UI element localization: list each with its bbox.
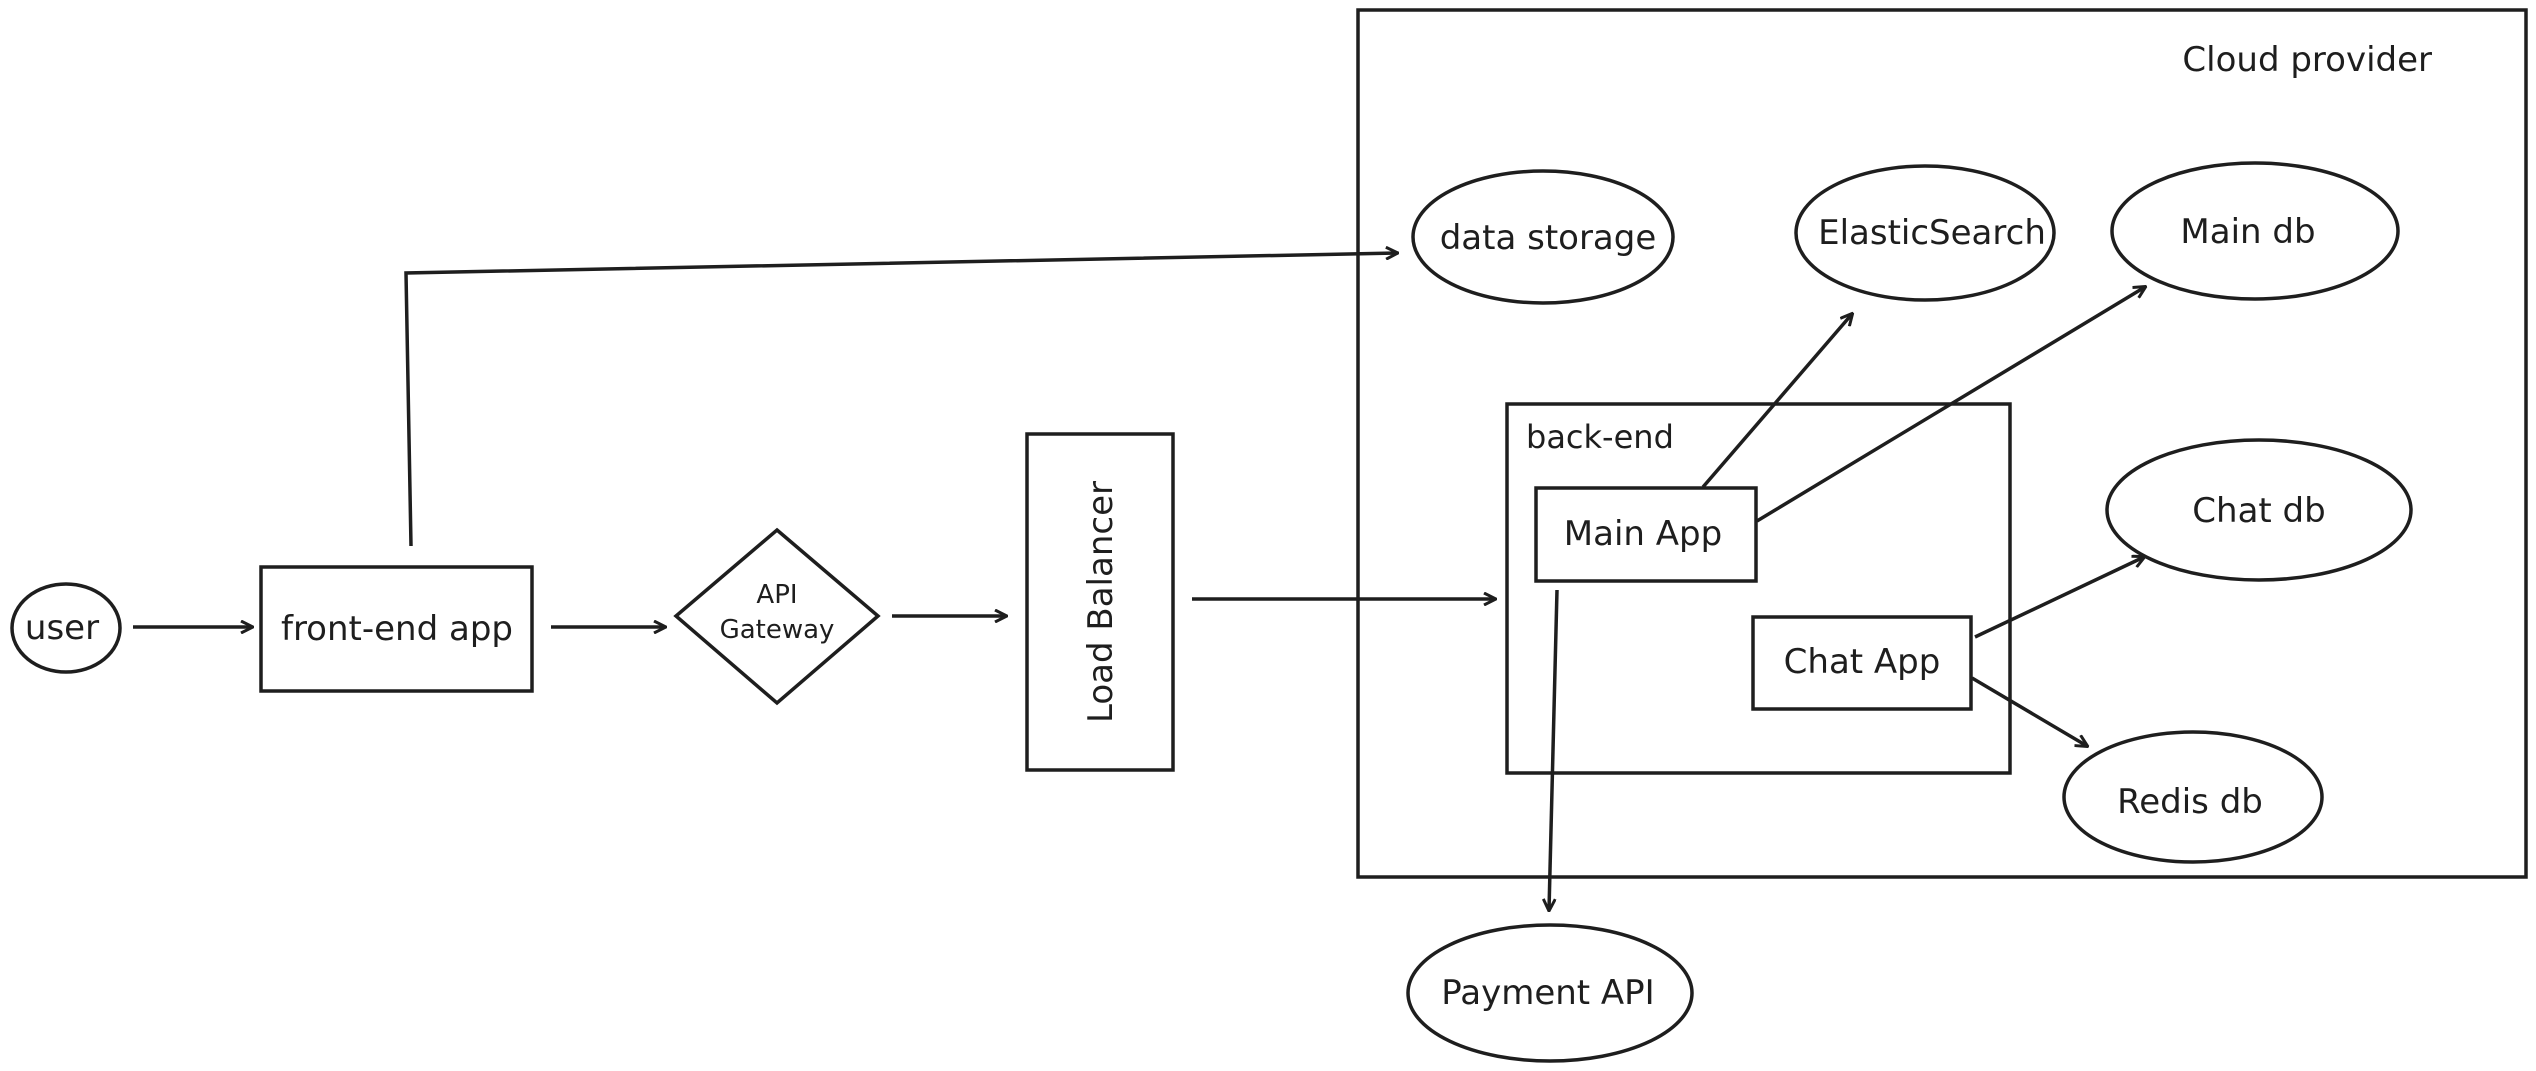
api-gateway-label-line1: API bbox=[756, 580, 797, 610]
user-node[interactable]: user bbox=[10, 582, 122, 674]
back-end-container[interactable]: back-end bbox=[1505, 402, 2012, 775]
edge-front-end-to-data-storage bbox=[404, 253, 1397, 547]
back-end-label: back-end bbox=[1526, 418, 1674, 456]
main-db-label: Main db bbox=[2180, 212, 2315, 252]
load-balancer-label: Load Balancer bbox=[1081, 481, 1121, 723]
api-gateway-node[interactable]: API Gateway bbox=[673, 527, 881, 706]
payment-api-label: Payment API bbox=[1441, 973, 1654, 1013]
edges bbox=[133, 253, 2145, 910]
data-storage-node[interactable]: data storage bbox=[1411, 169, 1675, 305]
edge-chat-app-to-chat-db bbox=[1974, 557, 2144, 639]
cloud-provider-label: Cloud provider bbox=[2182, 40, 2432, 80]
chat-app-node[interactable]: Chat App bbox=[1751, 615, 1973, 711]
chat-db-node[interactable]: Chat db bbox=[2105, 438, 2413, 582]
chat-app-label: Chat App bbox=[1784, 642, 1941, 682]
main-app-node[interactable]: Main App bbox=[1534, 486, 1758, 583]
load-balancer-node[interactable]: Load Balancer bbox=[1025, 432, 1175, 772]
edge-main-app-to-elasticsearch bbox=[1701, 314, 1852, 489]
redis-db-node[interactable]: Redis db bbox=[2062, 730, 2324, 864]
data-storage-label: data storage bbox=[1440, 218, 1657, 258]
elasticsearch-node[interactable]: ElasticSearch bbox=[1794, 164, 2056, 302]
user-label: user bbox=[25, 608, 99, 648]
api-gateway-label-line2: Gateway bbox=[720, 615, 835, 645]
main-app-label: Main App bbox=[1564, 514, 1722, 554]
edge-main-app-to-payment-api bbox=[1549, 589, 1559, 910]
chat-db-label: Chat db bbox=[2192, 491, 2325, 531]
edge-chat-app-to-redis-db bbox=[1971, 676, 2087, 746]
front-end-app-label: front-end app bbox=[281, 609, 513, 649]
cloud-provider-container[interactable]: Cloud provider bbox=[1356, 8, 2528, 879]
redis-db-label: Redis db bbox=[2117, 782, 2263, 822]
main-db-node[interactable]: Main db bbox=[2110, 161, 2400, 301]
edge-main-app-to-main-db bbox=[1756, 287, 2145, 523]
front-end-app-node[interactable]: front-end app bbox=[259, 565, 534, 693]
payment-api-node[interactable]: Payment API bbox=[1406, 923, 1694, 1063]
elasticsearch-label: ElasticSearch bbox=[1818, 213, 2046, 253]
